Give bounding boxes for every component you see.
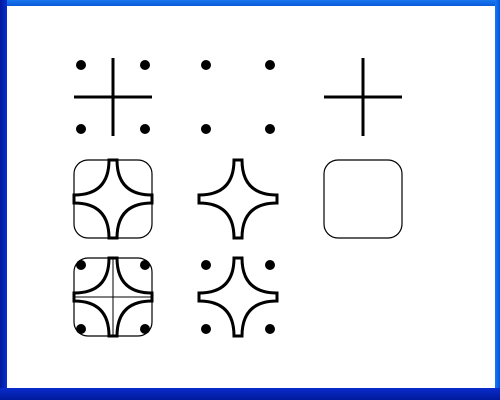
window-border-bottom: [0, 388, 500, 400]
star-shape: [197, 256, 279, 338]
corner-dots: [201, 60, 275, 134]
star-shape: [197, 158, 279, 240]
figure-dots-only: [201, 60, 275, 134]
window-border-left: [0, 0, 7, 400]
window-border-top: [0, 0, 500, 6]
thin-cross-lines: [73, 257, 153, 337]
figure-rounded-square-only: [323, 159, 403, 239]
cross-lines: [72, 56, 154, 138]
rounded-square: [73, 159, 153, 239]
figure-star-in-rounded-square: [72, 158, 154, 240]
figure-dots-and-cross: [72, 56, 154, 138]
star-shape: [72, 158, 154, 240]
figure-grid: [72, 56, 404, 338]
figure-star-only: [197, 158, 279, 240]
cross-lines: [322, 56, 404, 138]
window-border-right: [495, 0, 500, 400]
figure-cross-only: [322, 56, 404, 138]
figure-all-combined: [72, 256, 154, 338]
drawing-canvas: [7, 6, 495, 388]
figure-star-with-dots: [197, 256, 279, 338]
rounded-square: [323, 159, 403, 239]
corner-dots: [201, 260, 275, 334]
